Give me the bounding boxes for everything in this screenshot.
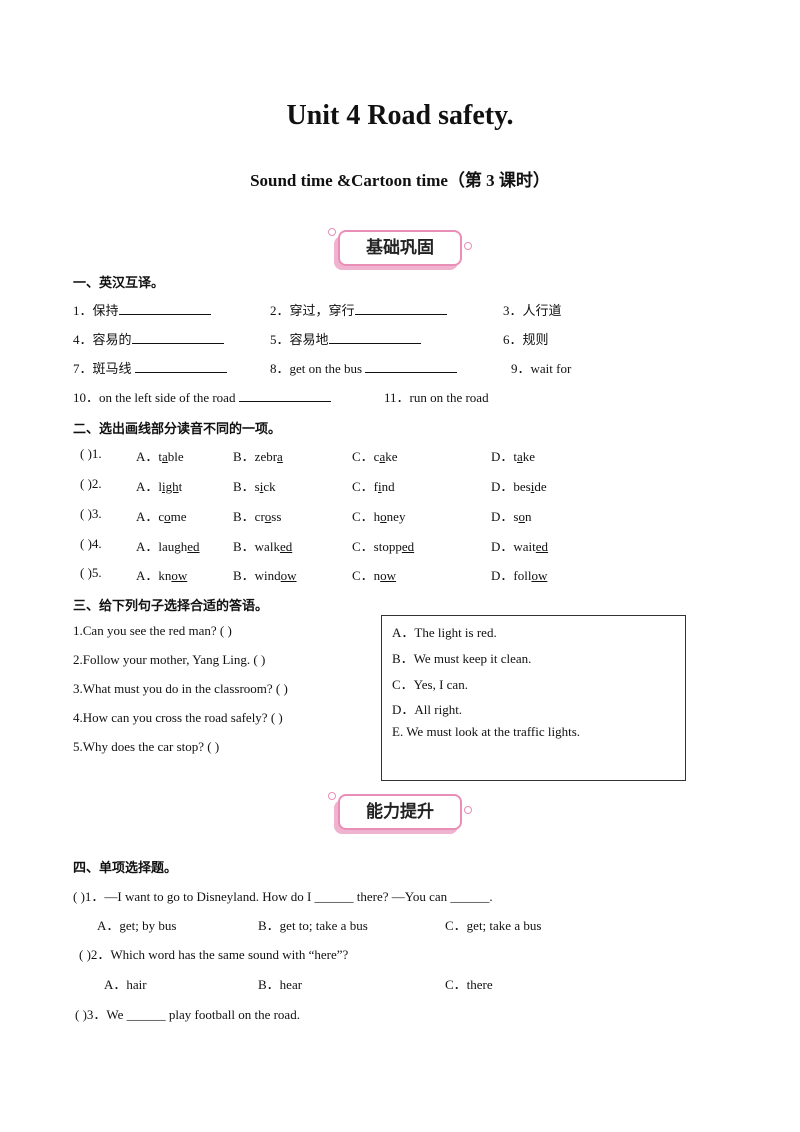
s4-q1-option-c: C．get; take a bus <box>445 918 542 933</box>
s1-item-5: 5．容易地 <box>270 329 421 348</box>
s4-question-1: ( )1．—I want to go to Disneyland. How do… <box>73 889 493 904</box>
s2-row-5-option-d: D．follow <box>491 568 548 583</box>
s2-row-4-option-d: D．waited <box>491 539 549 554</box>
s2-row-1-option-a: A．table <box>136 449 184 464</box>
s2-row-1-option-d: D．take <box>491 449 536 464</box>
s2-row-5-number: ( )5. <box>80 565 102 580</box>
s3-answer-d: D．All right. <box>392 702 463 717</box>
decor-dot <box>328 228 336 236</box>
s3-question-3: 3.What must you do in the classroom? ( ) <box>73 681 288 696</box>
s1-item-3: 3．人行道 <box>503 303 562 318</box>
banner-basic: 基础巩固 <box>328 228 472 270</box>
s2-row-5-option-c: C．now <box>352 568 397 583</box>
s2-row-4-option-c: C．stopped <box>352 539 415 554</box>
s1-item-4: 4．容易的 <box>73 329 224 348</box>
s1-item-8: 8．get on the bus <box>270 358 458 377</box>
s4-question-2: ( )2．Which word has the same sound with … <box>79 947 349 962</box>
s4-q1-option-a: A．get; by bus <box>97 918 177 933</box>
s4-q1-option-b: B．get to; take a bus <box>258 918 368 933</box>
decor-dot <box>464 242 472 250</box>
s3-question-1: 1.Can you see the red man? ( ) <box>73 623 232 638</box>
s1-item-11: 11．run on the road <box>384 390 489 405</box>
s2-row-3-option-c: C．honey <box>352 509 406 524</box>
s2-row-3-number: ( )3. <box>80 506 102 521</box>
answer-box <box>381 615 686 781</box>
s2-row-2-option-a: A．light <box>136 479 183 494</box>
s1-item-7: 7．斑马线 <box>73 358 227 377</box>
banner-advanced-label: 能力提升 <box>338 794 462 830</box>
banner-advanced: 能力提升 <box>328 792 472 834</box>
banner-basic-label: 基础巩固 <box>338 230 462 266</box>
s2-row-4-number: ( )4. <box>80 536 102 551</box>
page-title: Unit 4 Road safety. <box>286 100 514 131</box>
s1-item-1: 1．保持 <box>73 300 211 319</box>
s1-item-6: 6．规则 <box>503 332 549 347</box>
s4-q2-option-c: C．there <box>445 977 493 992</box>
s2-row-3-option-a: A．come <box>136 509 187 524</box>
s2-row-2-option-b: B．sick <box>233 479 276 494</box>
s2-row-4-option-a: A．laughed <box>136 539 200 554</box>
s2-row-1-number: ( )1. <box>80 446 102 461</box>
s4-q2-option-b: B．hear <box>258 977 303 992</box>
s1-item-9: 9．wait for <box>511 361 572 376</box>
s3-question-4: 4.How can you cross the road safely? ( ) <box>73 710 283 725</box>
section-3-heading: 三、给下列句子选择合适的答语。 <box>73 599 269 614</box>
decor-dot <box>328 792 336 800</box>
s2-row-2-option-c: C．find <box>352 479 395 494</box>
s2-row-5-option-b: B．window <box>233 568 297 583</box>
s3-answer-c: C．Yes, I can. <box>392 677 468 692</box>
s1-item-10: 10．on the left side of the road <box>73 387 331 406</box>
s2-row-3-option-b: B．cross <box>233 509 282 524</box>
s3-question-5: 5.Why does the car stop? ( ) <box>73 739 220 754</box>
s2-row-2-option-d: D．beside <box>491 479 547 494</box>
s1-item-2: 2．穿过，穿行 <box>270 300 447 319</box>
s2-row-4-option-b: B．walked <box>233 539 293 554</box>
s3-answer-a: A．The light is red. <box>392 625 497 640</box>
s2-row-2-number: ( )2. <box>80 476 102 491</box>
s3-answer-b: B．We must keep it clean. <box>392 651 532 666</box>
section-1-heading: 一、英汉互译。 <box>73 276 165 291</box>
s3-question-2: 2.Follow your mother, Yang Ling. ( ) <box>73 652 266 667</box>
s4-question-3: ( )3．We ______ play football on the road… <box>75 1007 300 1022</box>
s2-row-1-option-b: B．zebra <box>233 449 283 464</box>
s2-row-1-option-c: C．cake <box>352 449 398 464</box>
s3-answer-e: E. We must look at the traffic lights. <box>392 724 581 739</box>
s2-row-3-option-d: D．son <box>491 509 532 524</box>
section-4-heading: 四、单项选择题。 <box>73 861 178 876</box>
page-subtitle: Sound time &Cartoon time（第 3 课时） <box>250 171 550 190</box>
decor-dot <box>464 806 472 814</box>
section-2-heading: 二、选出画线部分读音不同的一项。 <box>73 422 282 437</box>
s4-q2-option-a: A．hair <box>104 977 147 992</box>
s2-row-5-option-a: A．know <box>136 568 188 583</box>
